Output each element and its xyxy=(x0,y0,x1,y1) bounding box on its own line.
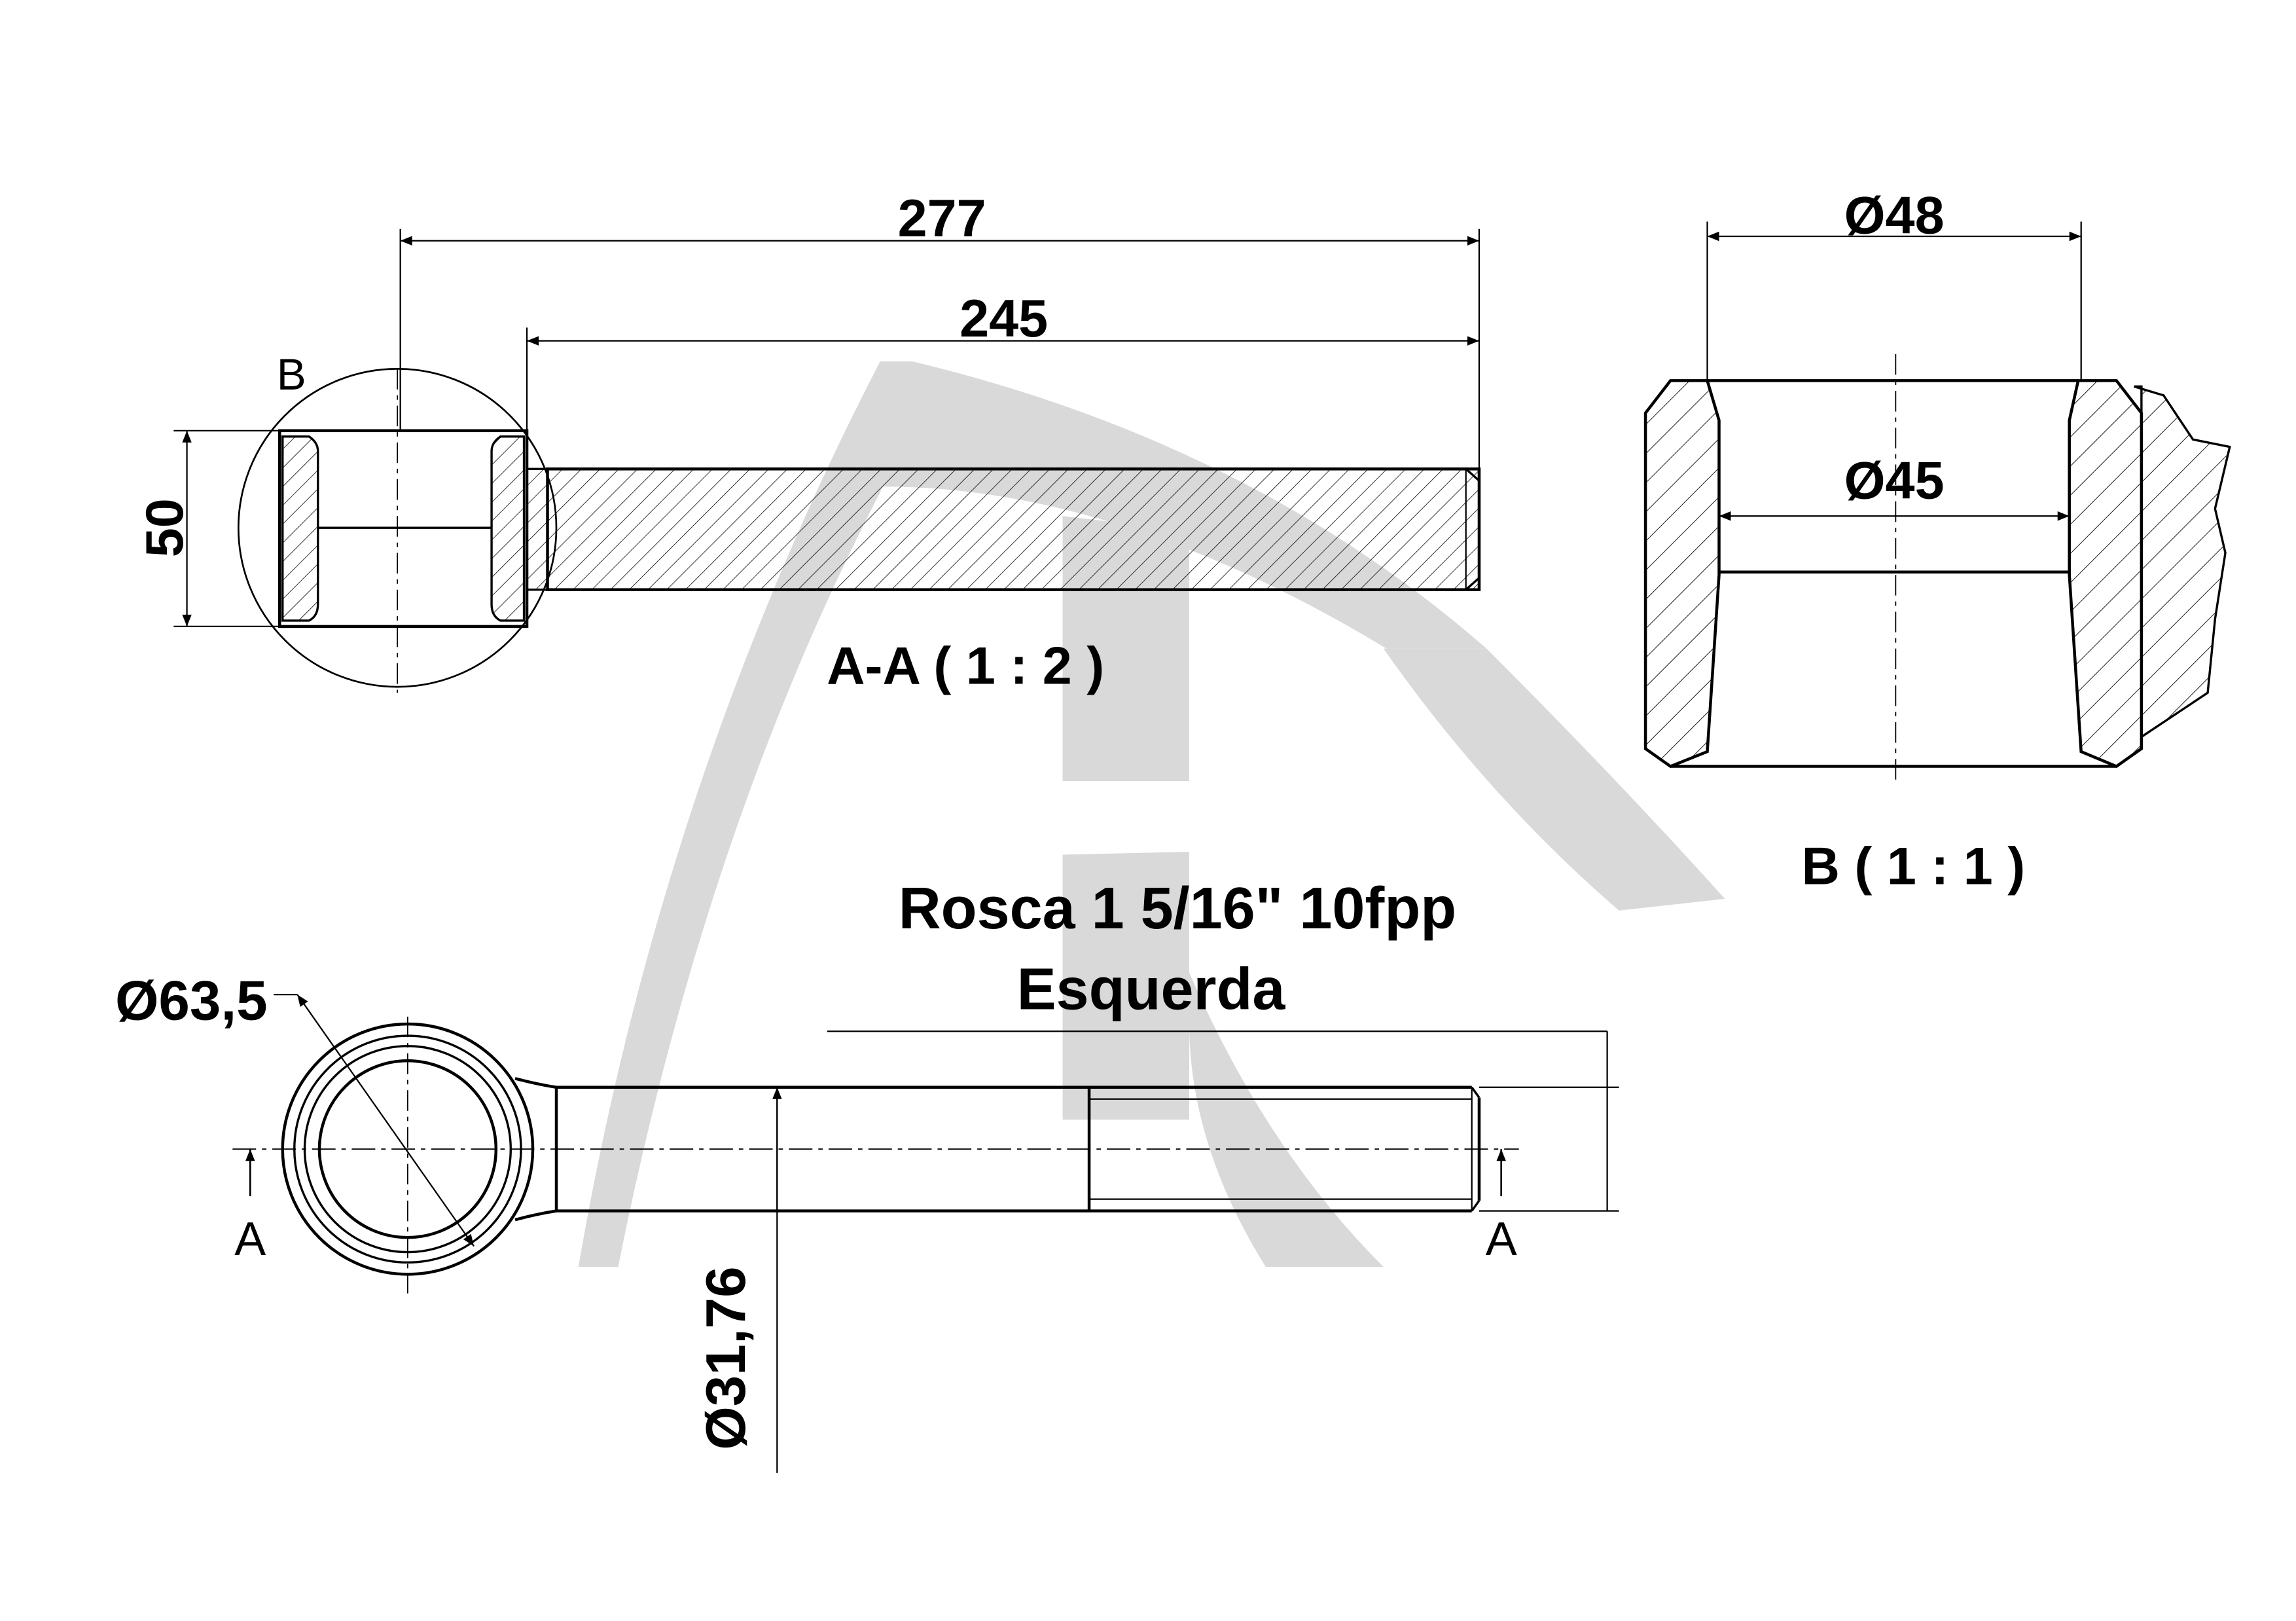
detail-b-right-wall xyxy=(2068,379,2144,769)
rod-section xyxy=(546,467,1481,591)
dimension-diam-48: Ø48 xyxy=(1706,187,2082,381)
section-marker-left: A xyxy=(234,1149,266,1266)
svg-text:Ø31,76: Ø31,76 xyxy=(695,1266,757,1449)
eye-section xyxy=(278,429,549,628)
plan-view: Rosca 1 5/16" 10fpp Esquerda xyxy=(115,876,1619,1473)
thread-spec-line2: Esquerda xyxy=(1017,957,1286,1023)
svg-text:245: 245 xyxy=(960,289,1048,348)
detail-b-title: B ( 1 : 1 ) xyxy=(1801,837,2025,896)
svg-text:277: 277 xyxy=(898,189,986,248)
dimension-277: 277 xyxy=(399,189,1480,469)
dimension-diam-45: Ø45 xyxy=(1719,451,2070,521)
dimension-50: 50 xyxy=(135,429,280,628)
section-marker-right: A xyxy=(1486,1149,1517,1266)
svg-text:A: A xyxy=(234,1213,266,1266)
detail-b-left-wall xyxy=(1643,379,1721,769)
section-a-a-title: A-A ( 1 : 2 ) xyxy=(827,637,1104,696)
section-a-a-view: B 277 245 50 A-A ( 1 : 2 ) xyxy=(135,189,1481,696)
detail-b-view: Ø48 Ø45 B ( 1 : 1 ) xyxy=(1643,187,2231,896)
svg-text:Ø45: Ø45 xyxy=(1844,451,1945,510)
svg-text:Ø48: Ø48 xyxy=(1844,187,1945,246)
thread-spec-line1: Rosca 1 5/16" 10fpp xyxy=(899,876,1456,941)
svg-text:A: A xyxy=(1486,1213,1517,1266)
svg-text:50: 50 xyxy=(135,498,194,557)
dimension-diam-31-76: Ø31,76 xyxy=(695,1087,782,1473)
detail-b-marker: B xyxy=(277,350,306,399)
dimension-diam-63-5: Ø63,5 xyxy=(115,970,475,1247)
svg-text:Ø63,5: Ø63,5 xyxy=(115,970,268,1032)
dimension-245: 245 xyxy=(526,289,1479,469)
rod-plan xyxy=(556,1085,1481,1212)
